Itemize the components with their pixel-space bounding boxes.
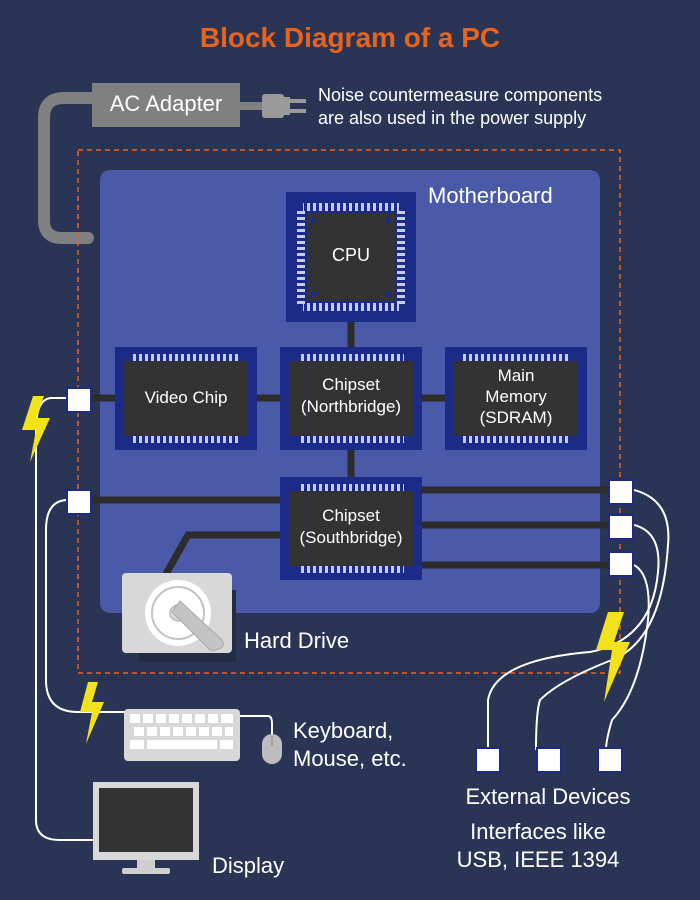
northbridge-label-line2: (Northbridge): [300, 397, 402, 416]
keyboard-mouse-label-line2: Mouse, etc.: [293, 746, 407, 771]
memory-label-line2: Memory: [485, 387, 547, 406]
motherboard-label: Motherboard: [428, 183, 553, 208]
memory-label: Main Memory (SDRAM): [454, 365, 578, 428]
display-icon: [93, 782, 199, 874]
southbridge-label-line2: (Southbridge): [299, 528, 403, 547]
northbridge-label: Chipset (Northbridge): [281, 374, 421, 418]
keyboard-icon: [124, 709, 240, 761]
lightning-icons: [22, 396, 630, 744]
connector-ports: [66, 387, 634, 773]
display-label: Display: [212, 853, 285, 878]
southbridge-label: Chipset (Southbridge): [281, 505, 421, 549]
memory-chip: [445, 347, 587, 450]
power-noise-note: Noise countermeasure components are also…: [318, 84, 602, 130]
hard-drive-icon: [122, 573, 236, 662]
memory-label-line1: Main: [497, 366, 535, 385]
external-devices-label: External Devices: [465, 784, 631, 809]
ac-adapter-box: [92, 83, 240, 127]
power-noise-note-line1: Noise countermeasure components: [318, 85, 603, 105]
interfaces-label-line2: USB, IEEE 1394: [456, 847, 620, 872]
southbridge-label-line1: Chipset: [322, 506, 380, 525]
power-noise-note-line2: are also used in the power supply: [318, 108, 587, 128]
interfaces-label: Interfaces like USB, IEEE 1394: [420, 818, 656, 874]
device-cables: [35, 397, 670, 841]
interfaces-label-line1: Interfaces like: [470, 819, 606, 844]
video-chip: [115, 347, 257, 450]
northbridge-label-line1: Chipset: [322, 375, 380, 394]
memory-label-line3: (SDRAM): [479, 408, 553, 427]
pc-boundary: [77, 149, 621, 674]
keyboard-mouse-label-line1: Keyboard,: [293, 718, 394, 743]
ac-adapter-label: AC Adapter: [109, 91, 223, 116]
buses: [92, 320, 608, 576]
southbridge-chip: [280, 477, 422, 580]
plug-icon: [262, 94, 306, 118]
power-cable: [38, 92, 98, 244]
diagram-title: Block Diagram of a PC: [199, 22, 501, 53]
cpu-label: CPU: [331, 245, 370, 265]
keyboard-mouse-label: Keyboard, Mouse, etc.: [293, 717, 407, 773]
northbridge-chip: [280, 347, 422, 450]
mouse-icon: [262, 734, 282, 764]
video-chip-label: Video Chip: [144, 388, 228, 407]
hard-drive-label: Hard Drive: [244, 628, 350, 653]
cpu-chip: [286, 192, 416, 322]
